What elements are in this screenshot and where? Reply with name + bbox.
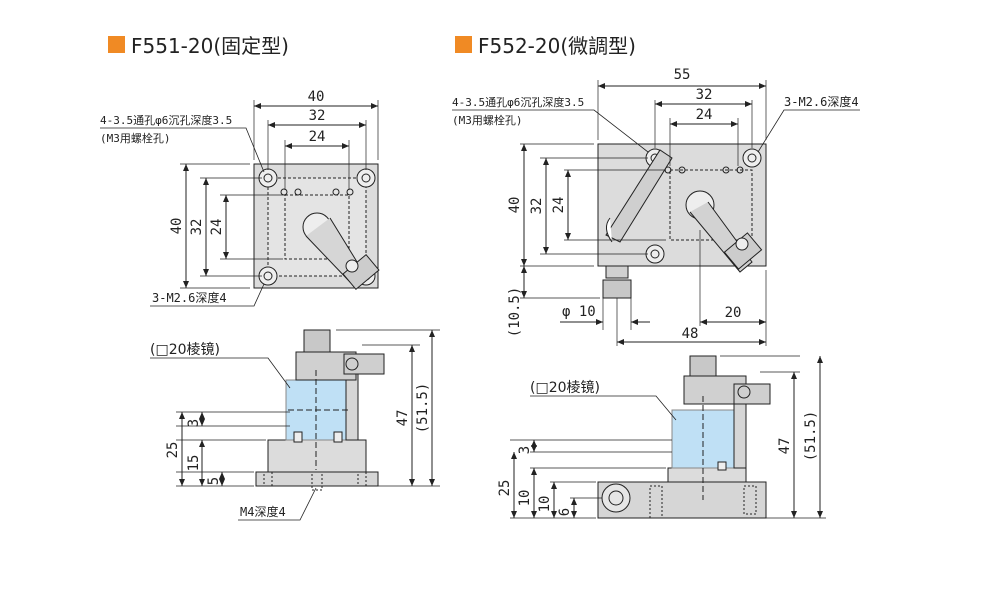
dim-right-105: (10.5) [507,287,523,338]
left-m4-note: M4深度4 [240,504,286,519]
right-side-10: 10 [537,496,553,513]
left-tap-note: 3-M2.6深度4 [152,290,227,305]
orange-square-icon [455,36,472,53]
dim-right-h32: 32 [529,198,545,215]
right-side-515: (51.5) [803,411,819,462]
dim-left-40: 40 [308,89,325,105]
title-left-text: F551-20(固定型) [131,34,289,58]
dim-left-h24: 24 [209,219,225,236]
right-hole-note: 4-3.5通孔φ6沉孔深度3.5 [452,95,584,109]
dim-right-h24: 24 [551,197,567,214]
dim-left-24: 24 [309,129,326,145]
right-side-25: 25 [497,480,513,497]
dim-right-55: 55 [674,67,691,83]
left-top-view [100,100,380,307]
left-prism-label: (□20棱镜) [150,342,220,358]
left-side-5: 5 [206,477,222,485]
dim-right-32: 32 [696,87,713,103]
dim-right-48: 48 [682,326,699,342]
dim-right-h40: 40 [507,197,523,214]
right-hole-note-2: (M3用螺栓孔) [452,113,523,127]
dim-right-24: 24 [696,107,713,123]
dim-left-32: 32 [309,108,326,124]
right-side-6: 6 [557,508,573,516]
dim-left-h32: 32 [189,219,205,236]
left-side-view [150,329,440,521]
left-side-515: (51.5) [415,383,431,434]
left-side-3: 3 [186,419,202,427]
left-side-25: 25 [165,442,181,459]
orange-square-icon [108,36,125,53]
right-side-3: 3 [517,446,533,454]
left-side-47: 47 [395,410,411,427]
right-prism-label: (□20棱镜) [530,380,600,396]
right-tap-note: 3-M2.6深度4 [784,94,859,109]
right-side-47: 47 [777,438,793,455]
right-top-view [452,80,860,346]
left-side-15: 15 [186,455,202,472]
right-side-view [510,355,826,519]
left-hole-note-2: (M3用螺栓孔) [100,131,171,145]
title-left: F551-20(固定型) [108,30,289,59]
left-hole-note: 4-3.5通孔φ6沉孔深度3.5 [100,113,232,127]
dim-right-phi10: φ 10 [562,304,596,320]
title-right-text: F552-20(微調型) [478,34,636,58]
dim-right-20: 20 [725,305,742,321]
dim-left-h40: 40 [169,218,185,235]
title-right: F552-20(微調型) [455,30,636,59]
right-side-15: 10 [517,490,533,507]
